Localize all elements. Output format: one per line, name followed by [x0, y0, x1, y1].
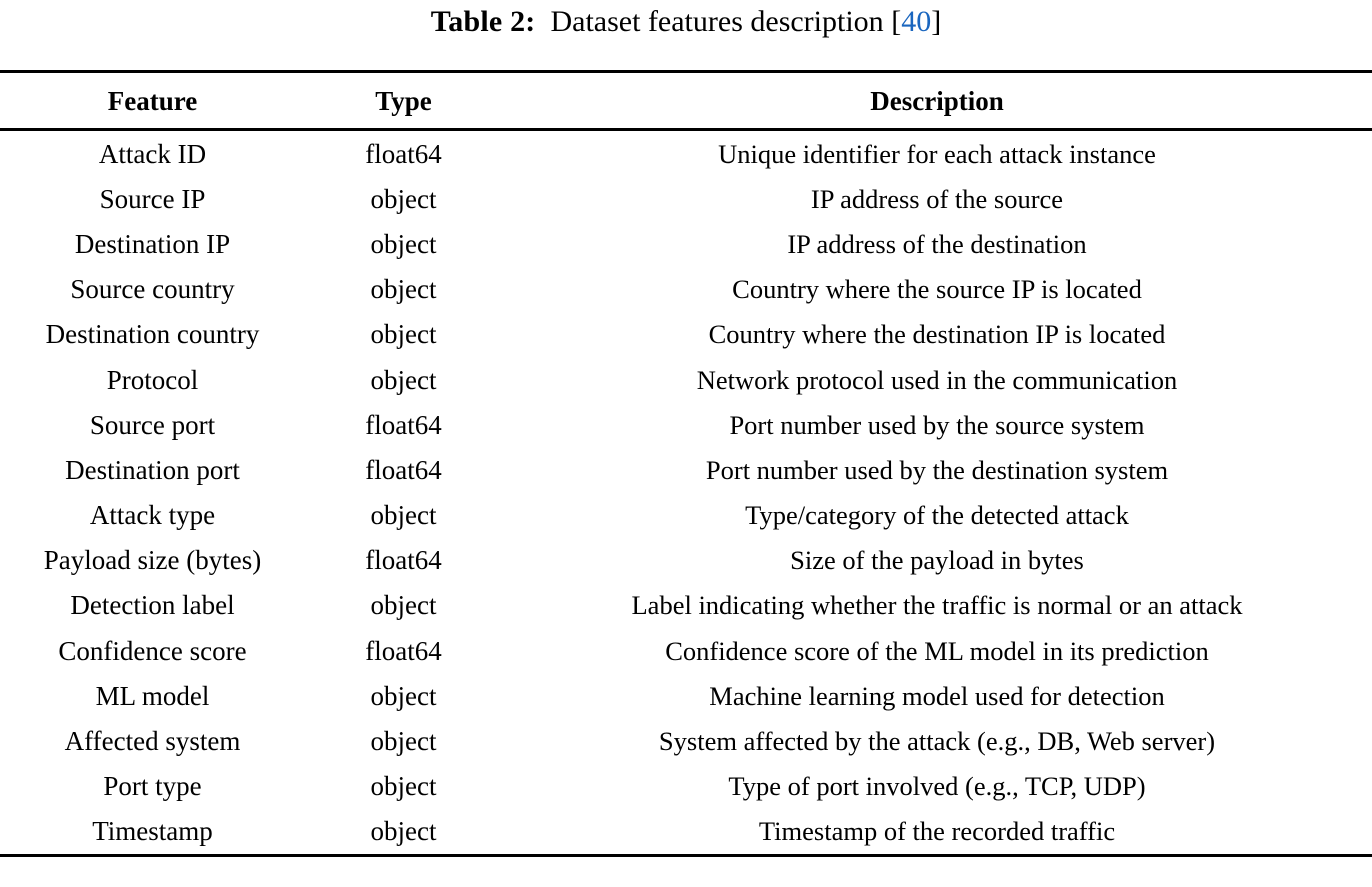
table-row: Source country object Country where the so… — [0, 267, 1372, 312]
cell-description: System affected by the attack (e.g., DB,… — [658, 726, 1216, 757]
cell-feature: Source IP — [99, 183, 206, 214]
cell-type: object — [370, 364, 437, 395]
cell-type: object — [370, 500, 437, 531]
cell-type: object — [370, 183, 437, 214]
table-header: Feature Type Description — [0, 73, 1372, 128]
cell-feature: Destination port — [65, 454, 240, 485]
cell-feature: Confidence score — [58, 635, 247, 666]
cell-feature: Source country — [70, 274, 235, 305]
cell-feature: Port type — [103, 771, 202, 802]
cell-feature: Detection label — [70, 590, 235, 621]
cell-description: IP address of the source — [810, 183, 1064, 214]
features-table-wrapper: Feature Type Description Attack ID float6… — [0, 70, 1372, 857]
cell-feature: Affected system — [64, 726, 241, 757]
cell-feature: Timestamp — [92, 816, 213, 847]
column-header-feature: Feature — [107, 86, 198, 116]
caption-bracket-open: [ — [891, 5, 902, 38]
table-body: Attack ID float64 Unique identifier for ea… — [0, 131, 1372, 854]
cell-feature: Source port — [89, 409, 216, 440]
cell-type: float64 — [365, 454, 442, 485]
cell-description: Confidence score of the ML model in its … — [665, 635, 1209, 666]
cell-description: IP address of the destination — [787, 228, 1087, 259]
table-row: Detection label object Label indicating wh… — [0, 583, 1372, 628]
cell-feature: Protocol — [106, 364, 199, 395]
dataset-features-table: Feature Type Description — [0, 73, 1372, 128]
table-row: Destination port float64 Port number used … — [0, 447, 1372, 492]
cell-type: object — [370, 228, 437, 259]
table-bottom-rule — [0, 854, 1372, 857]
table-header-rule — [0, 128, 1372, 131]
table-row: Protocol object Network protocol used in t… — [0, 357, 1372, 402]
cell-feature: Attack ID — [98, 138, 207, 169]
cell-type: object — [370, 680, 437, 711]
cell-type: object — [370, 274, 437, 305]
cell-description: Type of port involved (e.g., TCP, UDP) — [728, 771, 1146, 802]
cell-description: Unique identifier for each attack instan… — [718, 138, 1156, 169]
cell-description: Country where the destination IP is loca… — [708, 319, 1166, 350]
column-header-type: Type — [375, 86, 432, 116]
table-row: Timestamp object Timestamp of the recorded… — [0, 809, 1372, 854]
table-row: ML model object Machine learning model use… — [0, 673, 1372, 718]
cell-description: Port number used by the source system — [729, 409, 1145, 440]
cell-description: Timestamp of the recorded traffic — [758, 816, 1116, 847]
cell-type: object — [370, 771, 437, 802]
cell-feature: Destination IP — [74, 228, 231, 259]
cell-feature: Payload size (bytes) — [43, 545, 262, 576]
table-row: Source IP object IP address of the source — [0, 176, 1372, 221]
cell-type: object — [370, 816, 437, 847]
table-caption: Table 2: Dataset features description [4… — [0, 2, 1372, 42]
cell-description: Size of the payload in bytes — [790, 545, 1084, 576]
caption-label: Table 2: — [430, 5, 536, 38]
table-row: Confidence score float64 Confidence score … — [0, 628, 1372, 673]
cell-type: object — [370, 590, 437, 621]
table-row: Attack ID float64 Unique identifier for ea… — [0, 131, 1372, 176]
cell-feature: Destination country — [45, 319, 260, 350]
cell-feature: ML model — [95, 680, 210, 711]
citation-link-40[interactable]: 40 — [901, 5, 932, 38]
caption-text: Dataset features description — [550, 5, 884, 38]
table-row: Destination country object Country where t… — [0, 312, 1372, 357]
cell-feature: Attack type — [89, 500, 216, 531]
table-row: Source port float64 Port number used by th… — [0, 402, 1372, 447]
column-header-description: Description — [870, 86, 1004, 116]
table-row: Port type object Type of port involved (e.… — [0, 764, 1372, 809]
cell-type: object — [370, 726, 437, 757]
cell-description: Machine learning model used for detectio… — [709, 680, 1165, 711]
cell-type: object — [370, 319, 437, 350]
table-row: Destination IP object IP address of the de… — [0, 221, 1372, 266]
caption-bracket-close: ] — [931, 5, 942, 38]
cell-type: float64 — [365, 138, 442, 169]
table-row: Attack type object Type/category of the de… — [0, 493, 1372, 538]
table-row: Affected system object System affected by … — [0, 718, 1372, 763]
cell-description: Type/category of the detected attack — [745, 500, 1129, 531]
table-top-rule — [0, 70, 1372, 73]
cell-type: float64 — [365, 635, 442, 666]
cell-description: Network protocol used in the communicati… — [696, 364, 1178, 395]
cell-description: Country where the source IP is located — [732, 274, 1142, 305]
dataset-features-table-body: Attack ID float64 Unique identifier for ea… — [0, 131, 1372, 854]
cell-description: Port number used by the destination syst… — [705, 454, 1169, 485]
cell-type: float64 — [365, 545, 442, 576]
table-row: Payload size (bytes) float64 Size of the p… — [0, 538, 1372, 583]
cell-description: Label indicating whether the traffic is … — [631, 590, 1243, 621]
table-header-row: Feature Type Description — [0, 73, 1372, 128]
cell-type: float64 — [365, 409, 442, 440]
